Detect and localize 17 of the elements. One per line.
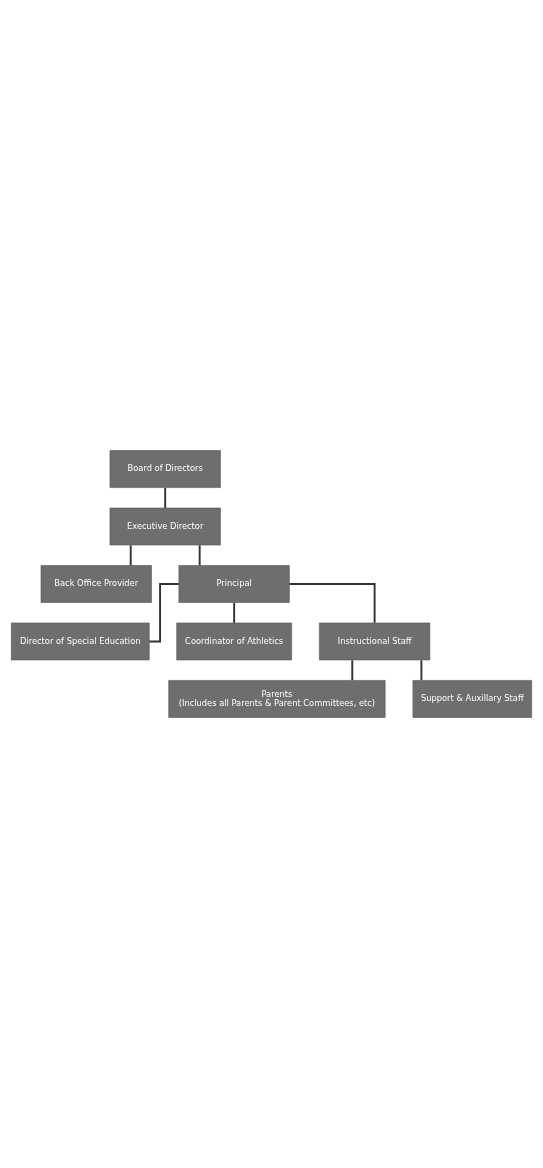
node-box: Principal (178, 565, 290, 603)
node-box: Instructional Staff (319, 622, 431, 661)
connector (129, 544, 132, 567)
node-box: Executive Director (109, 507, 221, 546)
connector (233, 601, 236, 624)
connector (351, 659, 354, 682)
node-box: Support & Auxillary Staff (412, 680, 532, 718)
connector (164, 486, 167, 509)
node-box: Board of Directors (109, 450, 221, 488)
node-box: Coordinator of Athletics (176, 622, 292, 661)
node-box: Back Office Provider (40, 565, 152, 603)
connector (288, 583, 376, 624)
connector (148, 583, 180, 643)
node-box: Parents (Includes all Parents & Parent Committees, etc) (168, 680, 386, 718)
connector (198, 544, 201, 567)
connector (420, 659, 423, 682)
node-box: Director of Special Education (11, 622, 150, 661)
